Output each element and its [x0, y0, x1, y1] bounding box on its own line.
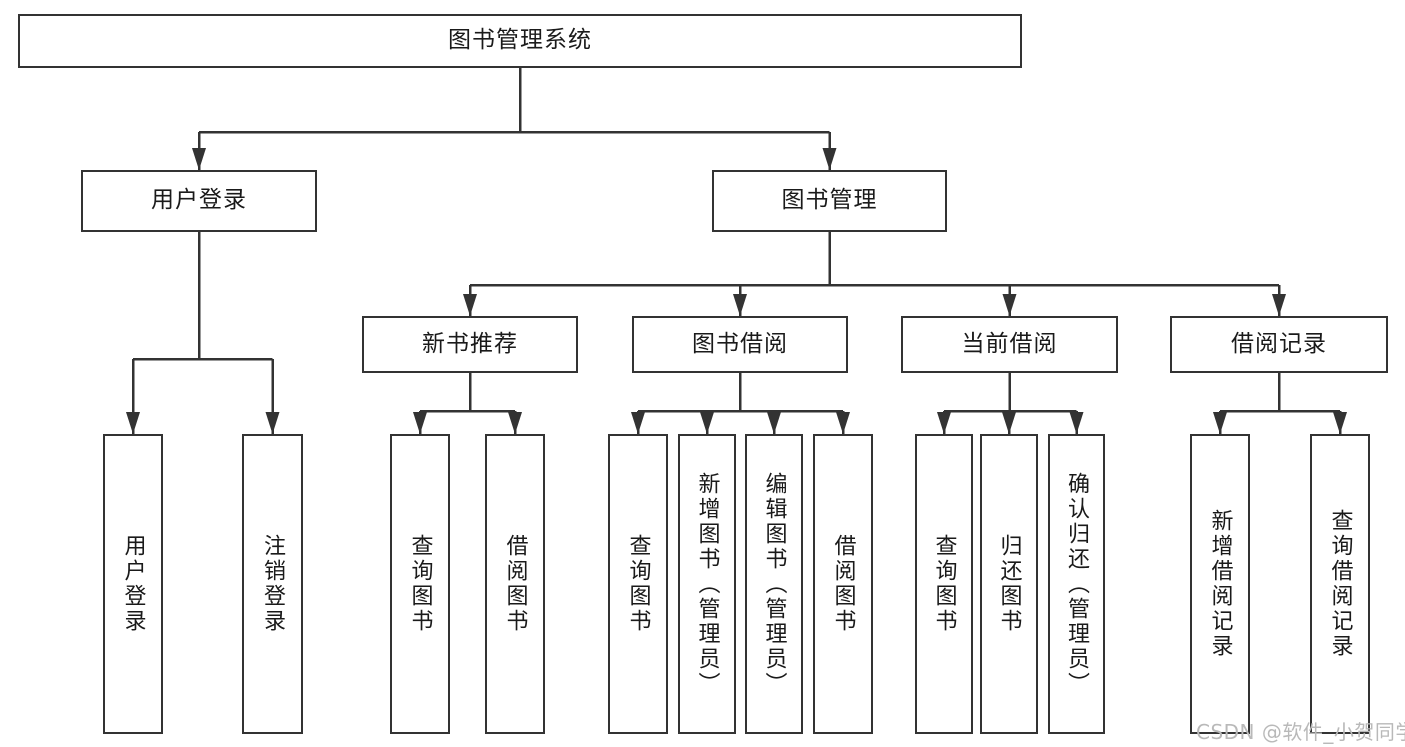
node-leaf-cb-query[interactable]: 查询图书	[915, 434, 973, 734]
node-leaf-bb-borrow[interactable]: 借阅图书	[813, 434, 873, 734]
arrowhead	[463, 294, 477, 316]
node-label: 用户登录	[120, 534, 146, 634]
node-label: 图书借阅	[692, 330, 788, 357]
node-leaf-bb-add[interactable]: 新增图书（管理员）	[678, 434, 736, 734]
arrowhead	[937, 412, 951, 434]
node-new-book-rec[interactable]: 新书推荐	[362, 316, 578, 373]
node-leaf-br-add[interactable]: 新增借阅记录	[1190, 434, 1250, 734]
node-leaf-rec-borrow[interactable]: 借阅图书	[485, 434, 545, 734]
node-leaf-user-login[interactable]: 用户登录	[103, 434, 163, 734]
arrowhead	[700, 412, 714, 434]
arrowhead	[733, 294, 747, 316]
arrowhead	[1272, 294, 1286, 316]
node-current-borrow[interactable]: 当前借阅	[901, 316, 1118, 373]
arrowhead	[1002, 294, 1017, 316]
node-label: 查询借阅记录	[1327, 509, 1353, 659]
node-label: 当前借阅	[961, 330, 1058, 357]
arrowhead	[508, 412, 522, 434]
arrowhead	[192, 148, 206, 170]
node-label: 图书管理系统	[448, 27, 592, 54]
arrowhead	[1002, 412, 1016, 434]
node-label: 图书管理	[781, 187, 878, 214]
arrowhead	[1069, 412, 1084, 434]
node-label: 新增借阅记录	[1207, 509, 1233, 659]
node-leaf-br-query[interactable]: 查询借阅记录	[1310, 434, 1370, 734]
arrowhead	[1333, 412, 1347, 434]
node-leaf-bb-query[interactable]: 查询图书	[608, 434, 668, 734]
arrowhead	[631, 412, 645, 434]
node-label: 借阅图书	[830, 534, 856, 634]
node-book-borrow[interactable]: 图书借阅	[632, 316, 848, 373]
node-label: 归还图书	[996, 534, 1022, 634]
node-label: 查询图书	[931, 534, 957, 634]
node-label: 查询图书	[407, 534, 433, 634]
arrowhead	[265, 412, 280, 434]
node-leaf-cb-confirm[interactable]: 确认归还（管理员）	[1048, 434, 1105, 734]
arrowhead	[126, 412, 140, 434]
node-label: 用户登录	[151, 187, 247, 214]
node-book-manage[interactable]: 图书管理	[712, 170, 947, 232]
node-label: 确认归还（管理员）	[1064, 471, 1090, 697]
arrowhead	[822, 148, 837, 170]
node-label: 借阅图书	[502, 534, 528, 634]
node-root[interactable]: 图书管理系统	[18, 14, 1022, 68]
arrowhead	[836, 412, 850, 434]
node-label: 编辑图书（管理员）	[761, 471, 787, 697]
node-label: 查询图书	[625, 534, 651, 634]
node-leaf-logout[interactable]: 注销登录	[242, 434, 303, 734]
node-label: 借阅记录	[1231, 330, 1327, 357]
arrowhead	[767, 412, 781, 434]
arrowhead	[413, 412, 427, 434]
node-label: 新书推荐	[422, 330, 518, 357]
node-label: 新增图书（管理员）	[694, 471, 720, 697]
node-label: 注销登录	[260, 534, 286, 634]
node-borrow-record[interactable]: 借阅记录	[1170, 316, 1388, 373]
node-user-login[interactable]: 用户登录	[81, 170, 317, 232]
node-leaf-bb-edit[interactable]: 编辑图书（管理员）	[745, 434, 803, 734]
csdn-watermark: CSDN @软件_小贺同学	[1196, 720, 1405, 744]
node-leaf-rec-query[interactable]: 查询图书	[390, 434, 450, 734]
arrowhead	[1213, 412, 1227, 434]
node-leaf-cb-return[interactable]: 归还图书	[980, 434, 1038, 734]
